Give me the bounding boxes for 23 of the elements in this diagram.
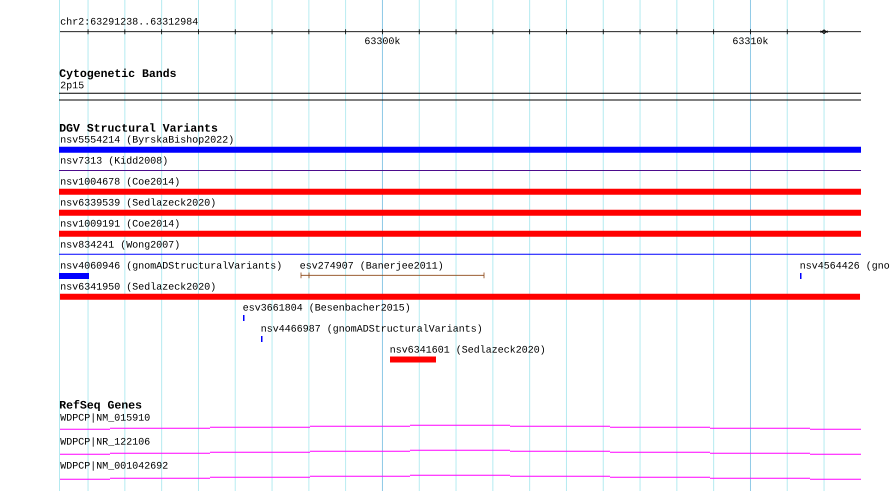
feature-label: nsv4564426 (gno — [800, 261, 890, 271]
tick-label: 63310k — [733, 36, 768, 44]
tick-label: 63300k — [365, 36, 400, 44]
feature-label: nsv7313 (Kidd2008) — [61, 156, 167, 166]
feature-label: nsv5554214 (ByrskaBishop2022) — [61, 135, 233, 145]
feature-label: nsv4060946 (gnomADStructuralVariants) — [61, 261, 281, 271]
feature-label: nsv1009191 (Coe2014) — [61, 219, 179, 229]
feature-label: nsv4466987 (gnomADStructuralVariants) — [262, 324, 482, 334]
gene-label: WDPCP|NM_001042692 — [60, 461, 168, 471]
region-label: chr2:63291238..63312984 — [60, 17, 198, 25]
feature-label: nsv1004678 (Coe2014) — [61, 177, 179, 187]
feature-label: nsv834241 (Wong2007) — [61, 240, 179, 250]
track-title: RefSeq Genes — [60, 400, 142, 411]
track-title: DGV Structural Variants — [60, 123, 218, 132]
feature-label: nsv6341601 (Sedlazeck2020) — [390, 345, 544, 355]
feature-label: esv274907 (Banerjee2011) — [300, 261, 442, 271]
feature-label: nsv6339539 (Sedlazeck2020) — [61, 198, 215, 208]
feature-label: nsv6341950 (Sedlazeck2020) — [61, 282, 215, 292]
gene-label: WDPCP|NM_015910 — [60, 413, 150, 423]
band-label: 2p15 — [60, 82, 84, 90]
gene-label: WDPCP|NR_122106 — [60, 437, 150, 447]
feature-label: esv3661804 (Besenbacher2015) — [243, 303, 410, 313]
track-title: Cytogenetic Bands — [60, 68, 176, 80]
